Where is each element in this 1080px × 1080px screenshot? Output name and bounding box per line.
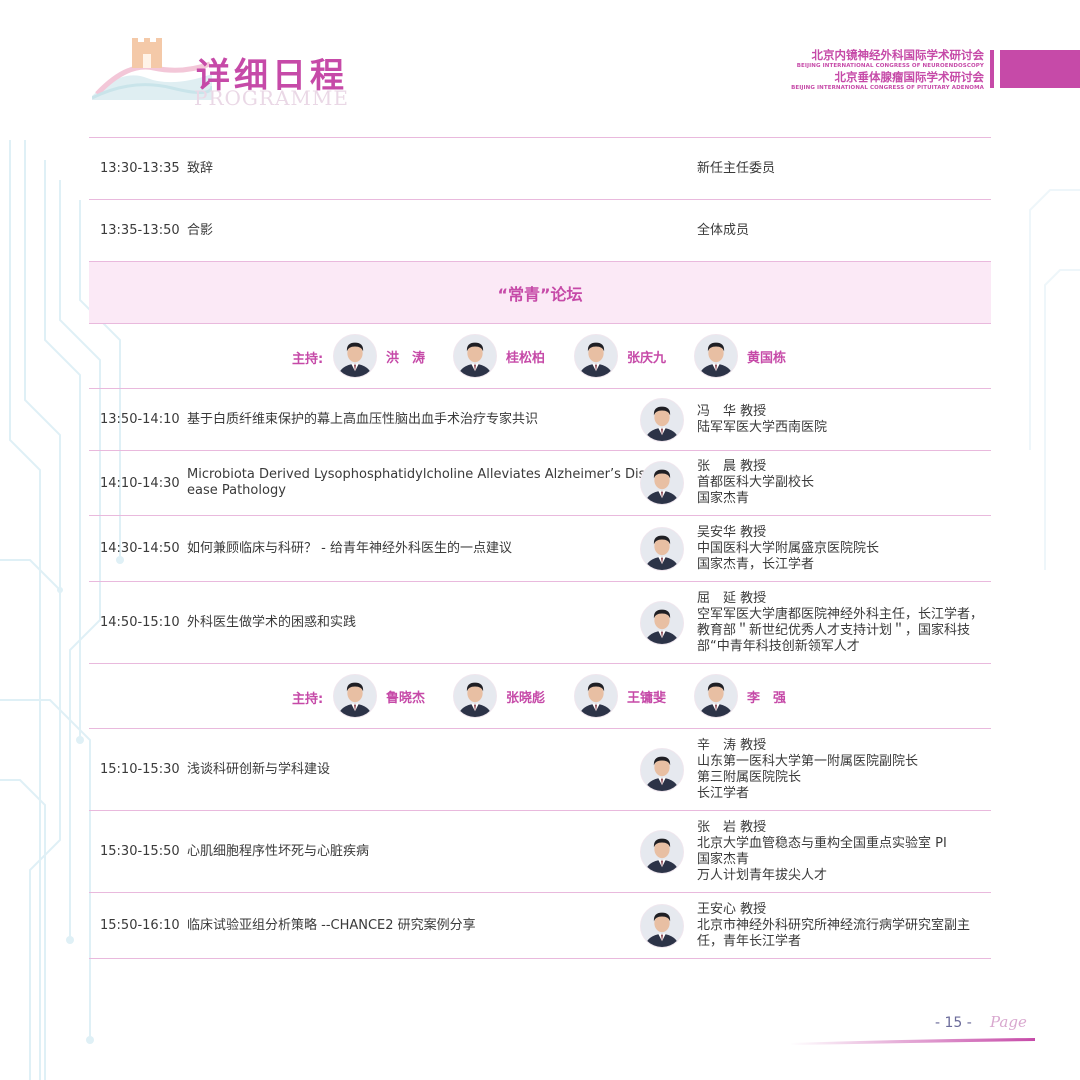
row-speaker: 张 岩 教授 北京大学血管稳态与重构全国重点实验室 PI 国家杰青 万人计划青年…: [697, 820, 947, 883]
table-row: 14:50-15:10 外科医生做学术的困惑和实践 屈 延 教授 空军军医大学唐…: [89, 582, 991, 664]
avatar: [453, 674, 497, 718]
portrait-icon: [454, 675, 496, 717]
row-title: 如何兼顾临床与科研？ - 给青年神经外科医生的一点建议: [187, 541, 512, 556]
chair-name: 桂松柏: [506, 351, 546, 366]
portrait-icon: [641, 831, 683, 873]
row-title: 浅谈科研创新与学科建设: [187, 762, 331, 777]
portrait-icon: [334, 335, 376, 377]
page-number: - 15 -: [935, 1015, 972, 1031]
table-row: 14:10-14:30 Microbiota Derived Lysophosp…: [89, 451, 991, 516]
row-speaker: 辛 涛 教授 山东第一医科大学第一附属医院副院长 第三附属医院院长 长江学者: [697, 738, 919, 801]
table-row: 13:30-13:35 致辞 新任主任委员: [89, 138, 991, 200]
avatar: [640, 904, 684, 948]
row-title: 基于白质纤维束保护的幕上高血压性脑出血手术治疗专家共识: [187, 412, 539, 427]
header-subtitle: PROGRAMME: [194, 86, 349, 110]
row-speaker: 王安心 教授 北京市神经外科研究所神经流行病学研究室副主 任，青年长江学者: [697, 902, 971, 949]
table-row: 15:30-15:50 心肌细胞程序性坏死与心脏疾病 张 岩 教授 北京大学血管…: [89, 811, 991, 893]
row-time: 15:10-15:30: [100, 762, 180, 777]
organizer-block: 北京内镜神经外科国际学术研讨会 BEIJING INTERNATIONAL CO…: [791, 48, 984, 92]
header-accent-block: [1000, 50, 1080, 88]
avatar: [574, 674, 618, 718]
row-speaker: 屈 延 教授 空军军医大学唐都医院神经外科主任，长江学者， 教育部＂新世纪优秀人…: [697, 591, 984, 654]
page-title: 详细日程: [196, 56, 348, 96]
table-row: 13:50-14:10 基于白质纤维束保护的幕上高血压性脑出血手术治疗专家共识 …: [89, 389, 991, 451]
portrait-icon: [641, 905, 683, 947]
schedule-table: 13:30-13:35 致辞 新任主任委员 13:35-13:50 合影 全体成…: [89, 137, 991, 959]
avatar: [694, 674, 738, 718]
row-time: 14:50-15:10: [100, 615, 180, 630]
row-title: 外科医生做学术的困惑和实践: [187, 615, 357, 630]
portrait-icon: [695, 675, 737, 717]
chair-name: 鲁晓杰: [386, 691, 426, 706]
chair-name: 张晓彪: [506, 691, 546, 706]
table-row: 15:50-16:10 临床试验亚组分析策略 --CHANCE2 研究案例分享 …: [89, 893, 991, 959]
portrait-icon: [641, 749, 683, 791]
avatar: [640, 398, 684, 442]
org1-cn: 北京内镜神经外科国际学术研讨会: [811, 48, 985, 62]
portrait-icon: [641, 399, 683, 441]
avatar: [333, 674, 377, 718]
chair-name: 张庆九: [627, 351, 667, 366]
page-word: Page: [990, 1013, 1027, 1031]
org2-en: BEIJING INTERNATIONAL CONGRESS OF PITUIT…: [791, 85, 984, 91]
forum-header: “常青”论坛: [89, 262, 991, 324]
org1-en: BEIJING INTERNATIONAL CONGRESS OF NEUROE…: [796, 63, 984, 69]
row-time: 15:30-15:50: [100, 844, 180, 859]
avatar: [640, 461, 684, 505]
row-time: 13:50-14:10: [100, 412, 180, 427]
avatar: [640, 830, 684, 874]
chair-name: 王镛斐: [627, 691, 667, 706]
avatar: [694, 334, 738, 378]
avatar: [333, 334, 377, 378]
row-time: 15:50-16:10: [100, 918, 180, 933]
row-speaker: 吴安华 教授 中国医科大学附属盛京医院院长 国家杰青，长江学者: [697, 525, 880, 572]
portrait-icon: [334, 675, 376, 717]
portrait-icon: [641, 462, 683, 504]
portrait-icon: [454, 335, 496, 377]
row-speaker: 冯 华 教授 陆军军医大学西南医院: [697, 404, 828, 435]
avatar: [640, 748, 684, 792]
row-title: 临床试验亚组分析策略 --CHANCE2 研究案例分享: [187, 918, 476, 933]
avatar: [640, 527, 684, 571]
row-speaker: 张 晨 教授 首都医科大学副校长 国家杰青: [697, 459, 815, 506]
row-time: 14:30-14:50: [100, 541, 180, 556]
row-title: 心肌细胞程序性坏死与心脏疾病: [187, 844, 370, 859]
row-time: 14:10-14:30: [100, 476, 180, 491]
portrait-icon: [641, 602, 683, 644]
table-row: 13:35-13:50 合影 全体成员: [89, 200, 991, 262]
table-row: 14:30-14:50 如何兼顾临床与科研？ - 给青年神经外科医生的一点建议 …: [89, 516, 991, 582]
portrait-icon: [575, 675, 617, 717]
row-time: 13:30-13:35: [100, 161, 180, 176]
forum-title: “常青”论坛: [497, 284, 583, 304]
row-speaker: 全体成员: [697, 223, 750, 238]
chair-name: 洪 涛: [386, 351, 426, 366]
chairs-row: 主持: 洪 涛 桂松柏 张庆九 黄国栋: [89, 324, 991, 389]
org2-cn: 北京垂体腺瘤国际学术研讨会: [834, 70, 985, 84]
avatar: [640, 601, 684, 645]
row-speaker: 新任主任委员: [697, 161, 776, 176]
avatar: [453, 334, 497, 378]
row-title: 合影: [187, 223, 214, 238]
row-time: 13:35-13:50: [100, 223, 180, 238]
portrait-icon: [695, 335, 737, 377]
header-accent-bar: [990, 50, 994, 88]
portrait-icon: [575, 335, 617, 377]
page-swoosh-decoration: [790, 1038, 1035, 1045]
chair-name: 黄国栋: [747, 351, 787, 366]
great-wall-logo-icon: [92, 38, 212, 100]
chair-label: 主持:: [292, 352, 324, 367]
chairs-row: 主持: 鲁晓杰 张晓彪 王镛斐 李 强: [89, 664, 991, 729]
chair-name: 李 强: [747, 691, 787, 706]
chair-label: 主持:: [292, 692, 324, 707]
row-title: 致辞: [187, 161, 214, 176]
table-row: 15:10-15:30 浅谈科研创新与学科建设 辛 涛 教授 山东第一医科大学第…: [89, 729, 991, 811]
row-title: Microbiota Derived Lysophosphatidylcholi…: [187, 467, 651, 498]
portrait-icon: [641, 528, 683, 570]
avatar: [574, 334, 618, 378]
